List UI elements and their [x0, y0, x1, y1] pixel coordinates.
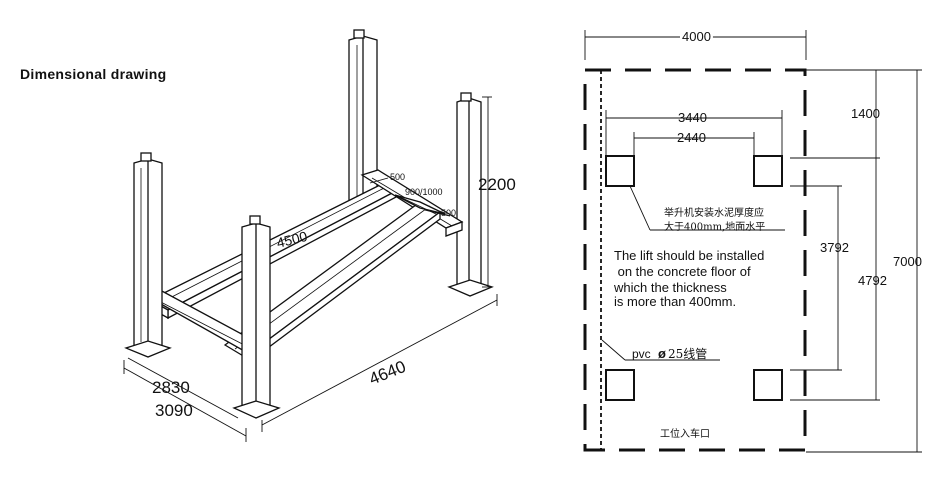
- runway-right: [223, 194, 446, 367]
- note-en-line2: on the concrete floor of: [614, 264, 751, 279]
- entrance-label: 工位入车口: [660, 427, 710, 440]
- iso-lift-drawing: [123, 29, 498, 442]
- plan-view: [583, 30, 922, 453]
- drawing-title: Dimensional drawing: [20, 66, 167, 82]
- pvc-label: 25线管: [668, 346, 707, 361]
- dim-length-total-label: 7000: [893, 254, 922, 269]
- post-base-top-right: [753, 155, 783, 187]
- note-cn-line1: 举升机安装水泥厚度应: [664, 206, 764, 219]
- dim-500-side-label: 500: [441, 208, 456, 218]
- pvc-diameter-symbol: ø: [658, 346, 666, 361]
- dim-500-top-label: 500: [390, 172, 405, 182]
- pvc-prefix: pvc: [632, 347, 651, 361]
- post-back-right: [447, 92, 494, 297]
- dim-offset-top-label: 1400: [851, 106, 880, 121]
- note-en-line4: is more than 400mm.: [614, 294, 736, 309]
- dim-post-span-inner-label: 3792: [820, 240, 849, 255]
- dim-length-outer-label: 4640: [366, 357, 408, 389]
- dim-width-outer-label: 3440: [678, 110, 707, 125]
- label-knockout: [680, 29, 713, 44]
- dim-900-1000-label: 900/1000: [405, 187, 443, 197]
- note-cn-line2: 大于400mm,地面水平: [664, 220, 765, 233]
- post-base-bottom-right: [753, 369, 783, 401]
- post-front-right: [232, 215, 281, 419]
- dim-width-inner-label: 2440: [677, 130, 706, 145]
- note-en-line3: which the thickness: [613, 280, 727, 295]
- runway-left: [148, 184, 400, 320]
- dim-depth-outer-label: 3090: [155, 401, 193, 420]
- iso-dimension-lines: [123, 96, 498, 442]
- dim-height-label: 2200: [478, 175, 516, 194]
- dim-post-span-outer-label: 4792: [858, 273, 887, 288]
- post-base-bottom-left: [605, 369, 635, 401]
- dim-width-total-label: 4000: [682, 29, 711, 44]
- dim-length-inner-label: 4500: [275, 228, 309, 251]
- work-area-outline: [583, 68, 807, 452]
- post-front-left: [124, 152, 172, 358]
- dim-depth-inner-label: 2830: [152, 378, 190, 397]
- note-en-line1: The lift should be installed: [614, 248, 764, 263]
- post-base-top-left: [605, 155, 635, 187]
